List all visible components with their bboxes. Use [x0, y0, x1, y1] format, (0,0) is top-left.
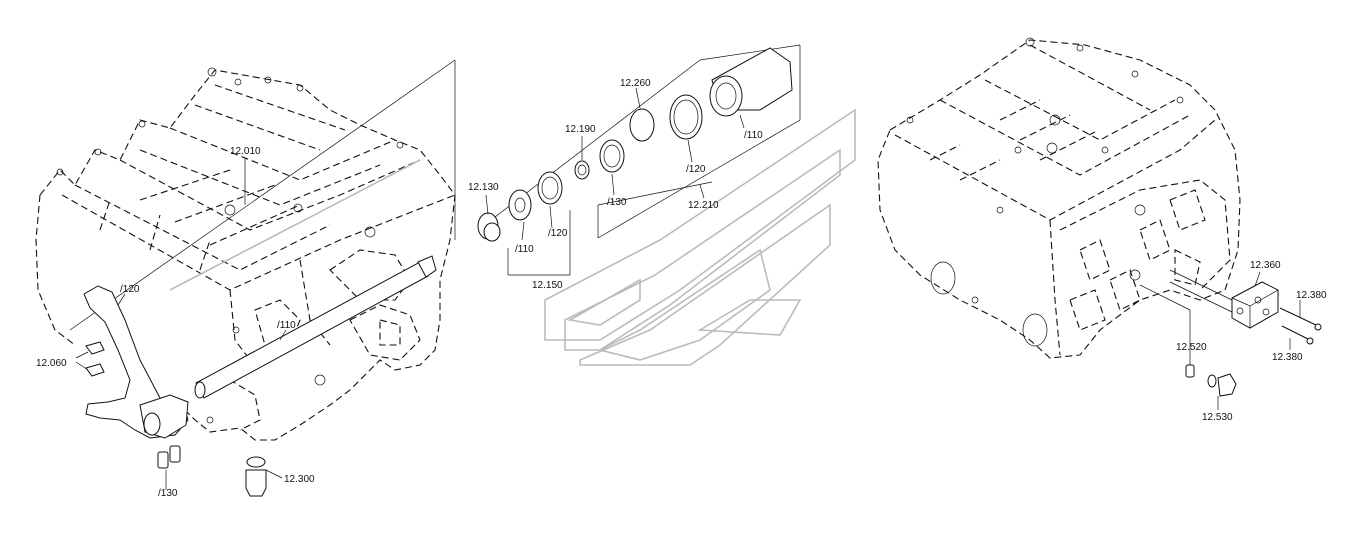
label-12060: 12.060 [36, 358, 67, 369]
part-labels: 12.010 /120 12.060 /110 /130 12.300 12.1… [36, 78, 1327, 499]
shift-fork-part [83, 285, 189, 439]
label-washer-110: /110 [515, 244, 534, 255]
label-gasket-120: /120 [548, 228, 568, 239]
label-12380-bottom: 12.380 [1272, 352, 1303, 363]
label-12150: 12.150 [532, 280, 563, 291]
label-ring-120: /120 [686, 164, 706, 175]
label-rod-110: /110 [277, 320, 296, 331]
leader-lines [75, 87, 1261, 490]
label-12360: 12.360 [1250, 260, 1281, 271]
label-12530: 12.530 [1202, 412, 1233, 423]
pins-130-part [157, 445, 181, 482]
label-12190: 12.190 [565, 124, 596, 135]
left-housing [35, 67, 456, 441]
label-12380-top: 12.380 [1296, 290, 1327, 301]
label-12300: 12.300 [284, 474, 315, 485]
label-12130: 12.130 [468, 182, 499, 193]
insert-12060-part [85, 341, 105, 377]
label-12260: 12.260 [620, 78, 651, 89]
left-leader-frame [69, 59, 456, 331]
watermark-logo [544, 108, 856, 366]
label-12010: 12.010 [230, 146, 261, 157]
screws-12380-part [1279, 300, 1322, 350]
label-ring-130: /130 [607, 197, 627, 208]
plug-12520-12530-part [1139, 284, 1237, 410]
center-assembly [477, 44, 801, 276]
valve-12360-part [1169, 269, 1279, 329]
label-12210: 12.210 [688, 200, 719, 211]
plug-12300-part [245, 456, 283, 497]
right-housing [877, 37, 1241, 359]
label-12520: 12.520 [1176, 342, 1207, 353]
label-pins-130: /130 [158, 488, 178, 499]
label-fork-120: /120 [120, 284, 140, 295]
label-piston-110: /110 [744, 130, 763, 141]
shift-rod-part [194, 255, 437, 399]
